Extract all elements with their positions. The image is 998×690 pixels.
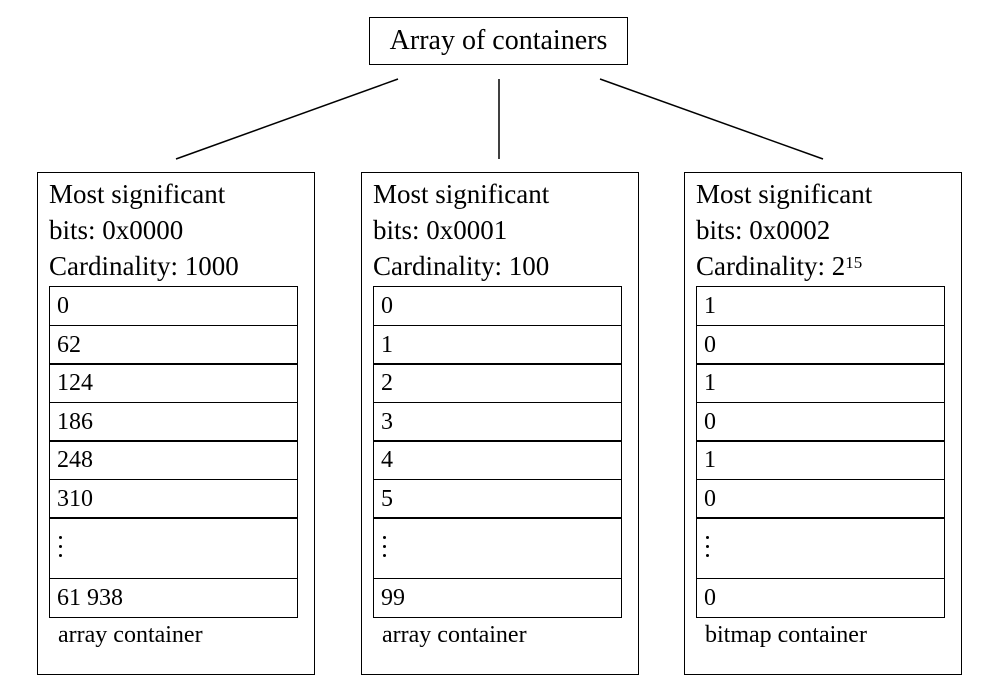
value-list: 0 62 124 186 248 310 61 938 (49, 286, 298, 618)
value-list: 0 1 2 3 4 5 99 (373, 286, 622, 618)
container-type-label: bitmap container (705, 622, 867, 648)
header-line-1: Most significant (49, 179, 226, 209)
bit-cell-last: 0 (696, 577, 945, 618)
value-cell: 5 (373, 478, 622, 519)
bit-cell: 1 (696, 286, 945, 326)
value-cell: 0 (49, 286, 298, 326)
value-cell: 62 (49, 324, 298, 365)
bit-list: 1 0 1 0 1 0 0 (696, 286, 945, 618)
ellipsis-cell (373, 517, 622, 579)
cardinality-prefix: Cardinality: (49, 251, 185, 281)
value-cell-last: 61 938 (49, 577, 298, 618)
container-type-label: array container (382, 622, 527, 648)
vertical-ellipsis-icon (706, 536, 710, 563)
connector-left (175, 78, 399, 160)
cardinality-value: 100 (508, 251, 550, 281)
array-of-containers-box: Array of containers (369, 17, 628, 65)
cardinality-prefix: Cardinality: (373, 251, 509, 281)
cardinality-value: 1000 (184, 251, 239, 281)
value-cell: 4 (373, 440, 622, 480)
cardinality-exponent: 15 (845, 253, 863, 272)
value-cell: 2 (373, 363, 622, 403)
container-0x0000: Most significant bits: 0x0000 Cardinalit… (37, 172, 315, 675)
cardinality-prefix: Cardinality: (696, 251, 832, 281)
header-msb: bits: 0x0001 (373, 215, 508, 245)
value-cell: 186 (49, 401, 298, 442)
value-cell: 1 (373, 324, 622, 365)
vertical-ellipsis-icon (383, 536, 387, 563)
value-cell: 310 (49, 478, 298, 519)
value-cell: 3 (373, 401, 622, 442)
container-0x0002: Most significant bits: 0x0002 Cardinalit… (684, 172, 962, 675)
bit-cell: 0 (696, 478, 945, 519)
ellipsis-cell (696, 517, 945, 579)
cardinality-value: 2 (831, 251, 846, 281)
header-line-1: Most significant (373, 179, 550, 209)
ellipsis-cell (49, 517, 298, 579)
header-cardinality: Cardinality: 1000 (49, 247, 239, 285)
connector-right (599, 78, 824, 160)
header-line-1: Most significant (696, 179, 873, 209)
vertical-ellipsis-icon (59, 536, 63, 563)
container-0x0001: Most significant bits: 0x0001 Cardinalit… (361, 172, 639, 675)
value-cell-last: 99 (373, 577, 622, 618)
root-label: Array of containers (389, 25, 608, 56)
bit-cell: 0 (696, 324, 945, 365)
value-cell: 124 (49, 363, 298, 403)
container-type-label: array container (58, 622, 203, 648)
header-cardinality: Cardinality: 215 (696, 247, 862, 285)
header-msb: bits: 0x0000 (49, 215, 184, 245)
value-cell: 0 (373, 286, 622, 326)
header-msb: bits: 0x0002 (696, 215, 831, 245)
header-cardinality: Cardinality: 100 (373, 247, 549, 285)
bit-cell: 1 (696, 440, 945, 480)
bit-cell: 0 (696, 401, 945, 442)
bit-cell: 1 (696, 363, 945, 403)
value-cell: 248 (49, 440, 298, 480)
